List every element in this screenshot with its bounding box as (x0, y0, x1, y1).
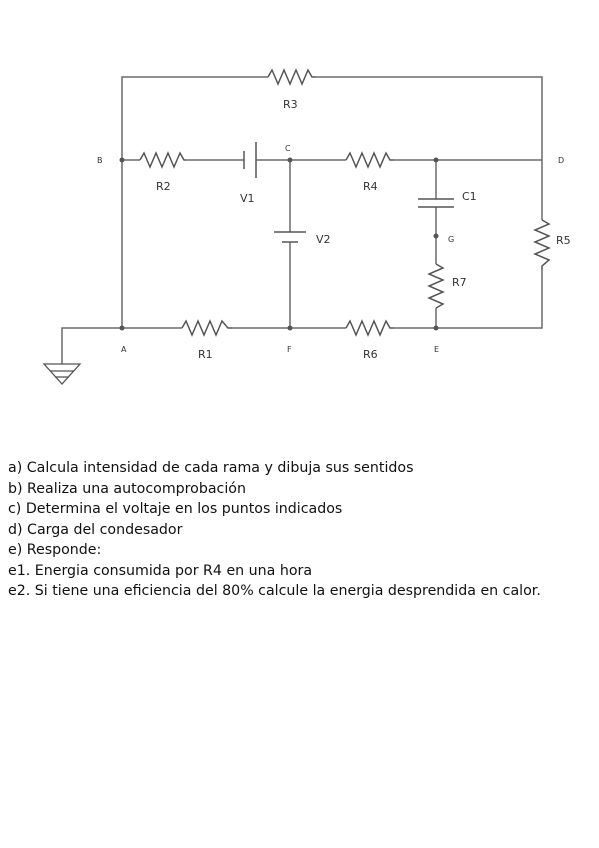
label-r3: R3 (283, 98, 298, 111)
question-d: d) Carga del condesador (8, 521, 183, 538)
label-r7: R7 (452, 276, 467, 289)
resistor-r5: R5 (533, 219, 571, 270)
node-g: G (448, 235, 454, 244)
node-f: F (287, 345, 292, 354)
label-r6: R6 (363, 348, 378, 361)
label-r2: R2 (156, 180, 171, 193)
resistor-r4: R4 (345, 151, 394, 193)
node-a: A (121, 345, 127, 354)
question-list: a) Calcula intensidad de cada rama y dib… (8, 458, 598, 602)
label-r1: R1 (198, 348, 213, 361)
ground-icon (42, 363, 82, 385)
node-b: B (97, 156, 103, 165)
wires (61, 76, 543, 364)
question-c: c) Determina el voltaje en los puntos in… (8, 501, 343, 517)
label-c1: C1 (462, 190, 477, 203)
node-d: D (558, 156, 564, 165)
question-b: b) Realiza una autocomprobación (8, 480, 246, 497)
label-r5: R5 (556, 234, 571, 247)
battery-v1: V1 (240, 142, 257, 205)
resistor-r7: R7 (427, 263, 467, 309)
capacitor-c1: C1 (418, 190, 477, 208)
question-e: e) Responde: (8, 542, 102, 558)
circuit-diagram: R3 R2 R4 R5 R7 R1 R6 V1 V2 C1 (42, 68, 571, 385)
resistor-r2: R2 (139, 151, 186, 193)
label-v1: V1 (240, 192, 255, 205)
node-c: C (285, 144, 291, 153)
question-e1: e1. Energia consumida por R4 en una hora (8, 562, 313, 579)
junction-dots (119, 157, 439, 331)
question-e2: e2. Si tiene una eficiencia del 80% calc… (8, 583, 541, 599)
node-e: E (434, 345, 439, 354)
label-r4: R4 (363, 180, 378, 193)
resistor-r3: R3 (267, 68, 316, 111)
battery-v2: V2 (274, 231, 331, 246)
node-labels: B C D G A F E (97, 144, 564, 354)
label-v2: V2 (316, 233, 331, 246)
resistor-r1: R1 (181, 319, 232, 361)
resistor-r6: R6 (345, 319, 394, 361)
question-a: a) Calcula intensidad de cada rama y dib… (8, 460, 414, 476)
